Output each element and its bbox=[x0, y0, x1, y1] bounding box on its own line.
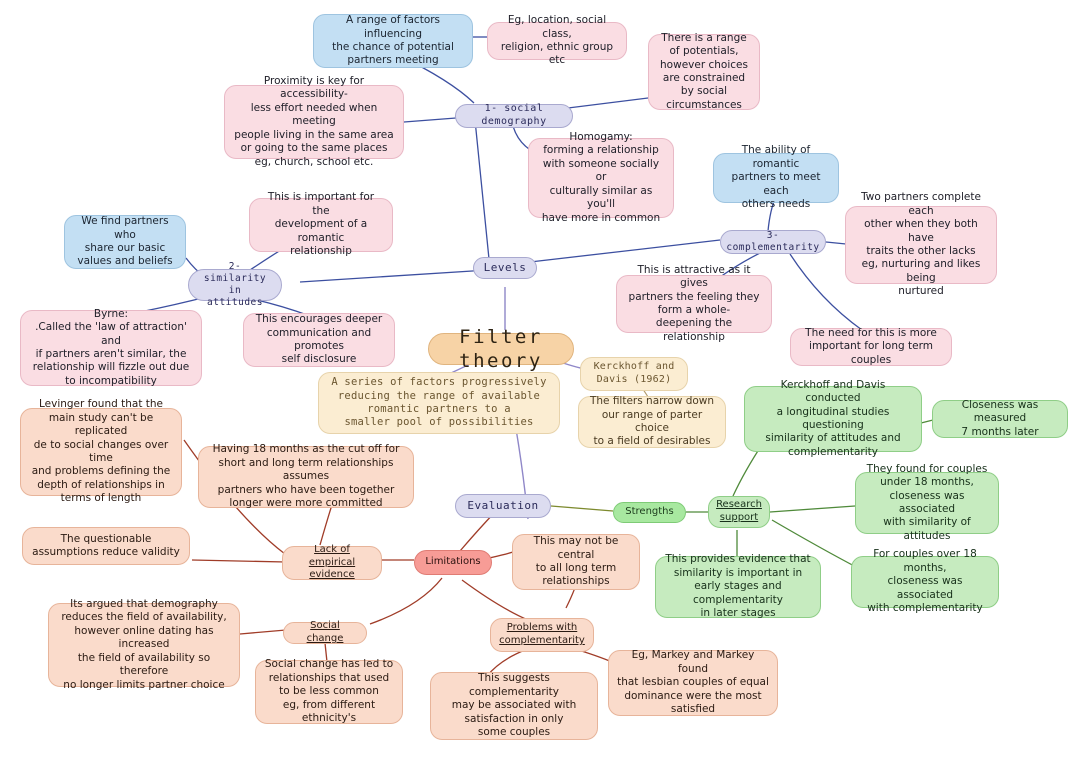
node-not-central-long-term: This may not be central to all long term… bbox=[512, 534, 640, 590]
node-byrne-law-of-attraction[interactable]: Byrne: .Called the 'law of attraction' a… bbox=[20, 308, 202, 387]
node-levels[interactable]: Levels bbox=[473, 257, 537, 279]
node-deeper-communication[interactable]: This encourages deeper communication and… bbox=[243, 313, 395, 367]
link-levels-complementarity bbox=[529, 239, 721, 263]
node-social-change[interactable]: Social change bbox=[283, 620, 367, 644]
node-need-long-term[interactable]: The need for this is more important for … bbox=[790, 327, 952, 366]
node-range-of-potentials[interactable]: There is a range of potentials, however … bbox=[648, 32, 760, 111]
node-strengths[interactable]: Strengths bbox=[613, 502, 686, 523]
node-18-months-cutoff: Having 18 months as the cut off for shor… bbox=[198, 443, 414, 509]
node-ability-meet-needs[interactable]: The ability of romantic partners to meet… bbox=[713, 144, 839, 210]
node-demography-online-dating: Its argued that demography reduces the f… bbox=[48, 598, 240, 691]
node-under-18-months: They found for couples under 18 months, … bbox=[855, 463, 999, 542]
link-lack-questionable bbox=[191, 559, 287, 563]
node-limitations[interactable]: Limitations bbox=[414, 550, 492, 575]
node-similarity-in-attitudes[interactable]: 2- similarity in attitudes bbox=[188, 261, 282, 308]
node-shared-values[interactable]: We find partners who share our basic val… bbox=[64, 215, 186, 269]
node-homogamy[interactable]: Homogamy: forming a relationship with so… bbox=[528, 131, 674, 224]
link-complementarity-two-partners bbox=[825, 241, 847, 245]
link-research-under18 bbox=[769, 505, 856, 513]
node-provides-evidence: This provides evidence that similarity i… bbox=[655, 553, 821, 619]
link-evaluation-strengths bbox=[550, 505, 614, 512]
node-two-partners-complete[interactable]: Two partners complete each other when th… bbox=[845, 191, 997, 297]
node-evaluation[interactable]: Evaluation bbox=[455, 494, 551, 518]
node-central-definition: A series of factors progressively reduci… bbox=[318, 372, 560, 434]
node-range-of-factors[interactable]: A range of factors influencing the chanc… bbox=[313, 14, 473, 68]
node-suggests-complementarity: This suggests complementarity may be ass… bbox=[430, 672, 598, 740]
node-important-development[interactable]: This is important for the development of… bbox=[249, 191, 393, 257]
node-relationships-less-common: Social change has led to relationships t… bbox=[255, 658, 403, 724]
node-closeness-7-months: Closeness was measured 7 months later bbox=[932, 399, 1068, 438]
node-social-demography[interactable]: 1- social demography bbox=[455, 103, 573, 128]
node-questionable-assumptions: The questionable assumptions reduce vali… bbox=[22, 527, 190, 565]
node-kd-longitudinal-study: Kerckhoff and Davis conducted a longitud… bbox=[744, 379, 922, 458]
node-levinger-replication: Levinger found that the main study can't… bbox=[20, 398, 182, 504]
node-kerckhoff-davis[interactable]: Kerckhoff and Davis (1962) bbox=[580, 357, 688, 391]
node-research-support[interactable]: Research support bbox=[708, 496, 770, 528]
node-over-18-months: For couples over 18 months, closeness wa… bbox=[851, 548, 999, 614]
node-lack-of-empirical-evidence[interactable]: Lack of empirical evidence bbox=[282, 544, 382, 580]
node-central-title[interactable]: Filter theory bbox=[428, 326, 574, 372]
link-levels-demography bbox=[454, 115, 490, 260]
node-attractive-whole[interactable]: This is attractive as it gives partners … bbox=[616, 264, 772, 343]
node-complementarity[interactable]: 3- complementarity bbox=[720, 230, 826, 254]
link-levels-similarity bbox=[299, 269, 489, 283]
node-filters-narrow-down: The filters narrow down our range of par… bbox=[578, 395, 726, 448]
node-markey-and-markey: Eg, Markey and Markey found that lesbian… bbox=[608, 649, 778, 716]
link-demography-proximity bbox=[403, 117, 457, 123]
link-socialchange-demography bbox=[239, 629, 287, 635]
node-problems-with-complementarity[interactable]: Problems with complementarity bbox=[490, 618, 594, 652]
node-proximity-accessibility[interactable]: Proximity is key for accessibility- less… bbox=[224, 75, 404, 168]
node-eg-location[interactable]: Eg, location, social class, religion, et… bbox=[487, 14, 627, 66]
link-limitations-social-change bbox=[369, 577, 443, 625]
